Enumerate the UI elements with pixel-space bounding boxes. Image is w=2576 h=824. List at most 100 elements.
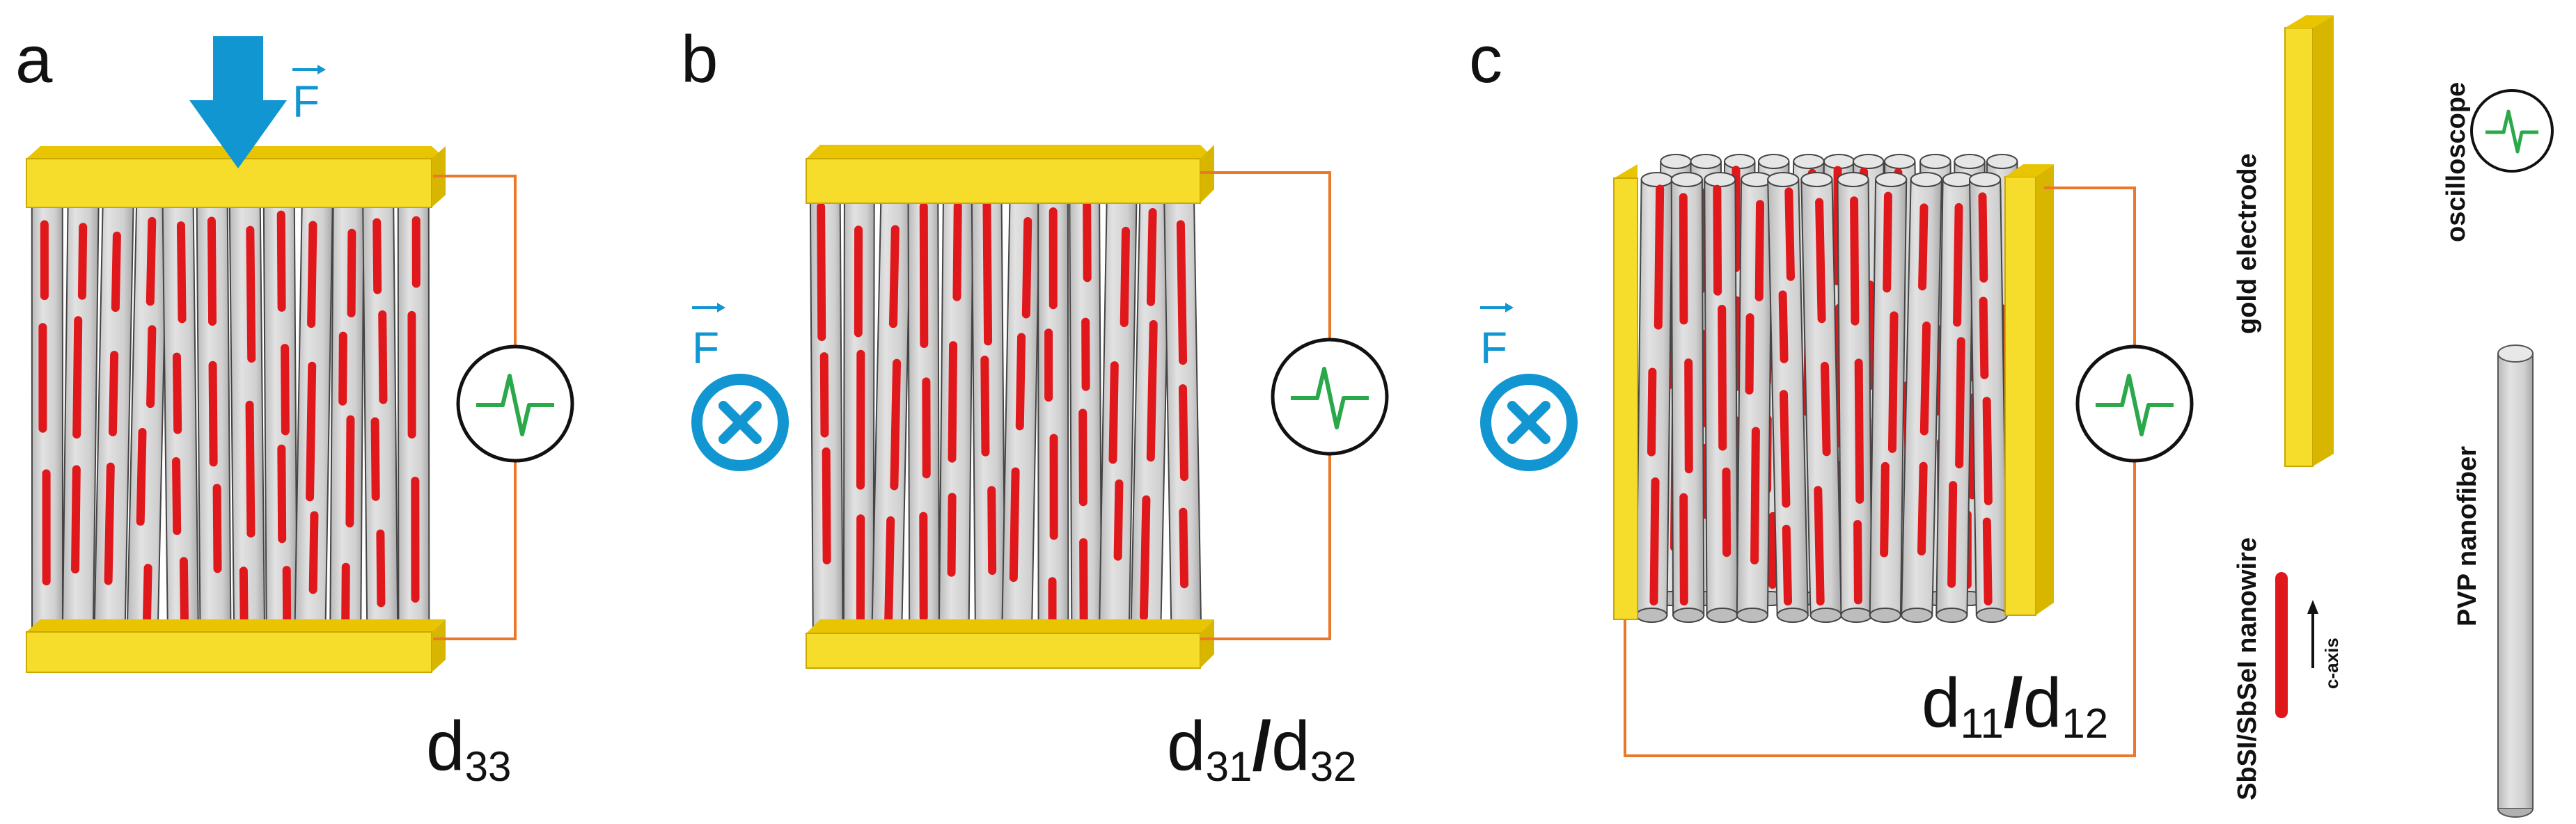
b-nanowire: [819, 352, 829, 438]
a-nanowire: [72, 316, 83, 439]
b-nanofiber: [1163, 197, 1202, 642]
a-nanowire: [341, 562, 350, 625]
c-front-nanowire: [1982, 517, 1993, 605]
c-front-nanofiber: [1901, 172, 1942, 623]
force-label-c: F: [1480, 323, 1507, 373]
a-nanowire: [176, 221, 187, 324]
b-nanowire: [1176, 220, 1188, 365]
legend: gold electrode oscilloscope SbSI/SbSeI n…: [2233, 15, 2554, 818]
a-nanowire: [306, 361, 317, 502]
b-nanofiber: [971, 197, 1006, 642]
a-nanowire: [146, 325, 157, 409]
force-into-page-icon-b: [691, 374, 789, 471]
b-nanowire: [884, 516, 895, 625]
c-front-nanofiber: [1869, 172, 1908, 623]
a-nanowire: [245, 400, 256, 538]
force-arrow-down: [189, 36, 287, 168]
top-electrode-a: [26, 146, 446, 208]
panel-c: c F d11/d12: [1469, 22, 2194, 757]
a-nanowire: [142, 564, 152, 625]
c-front-nanofiber: [1767, 172, 1809, 623]
b-nanowire: [987, 486, 997, 575]
c-front-nanowire: [1654, 184, 1665, 330]
c-front-nanowire: [1815, 198, 1826, 324]
nanofiber-array-a: [31, 201, 430, 642]
c-front-nanowire: [1887, 311, 1899, 453]
b-nanowire: [1146, 208, 1157, 306]
a-nanowire: [277, 444, 287, 544]
bottom-electrode-a: [26, 619, 446, 673]
b-nanofiber: [938, 197, 974, 642]
a-nanofiber: [262, 201, 298, 642]
a-nanofiber: [93, 201, 134, 642]
nanofiber-array-b: [809, 197, 1202, 642]
c-front-nanowire: [1850, 196, 1860, 326]
a-nanofiber: [61, 201, 100, 642]
a-nanowire: [108, 351, 119, 436]
c-front-nanowire: [1883, 191, 1892, 293]
c-front-nanowire: [1820, 361, 1831, 457]
b-nanowire: [1021, 216, 1032, 319]
b-nanowire: [822, 447, 831, 564]
oscilloscope-icon-b: [1271, 338, 1389, 456]
c-front-nanowire: [1679, 493, 1688, 605]
force-vector-arrow-b: [692, 303, 725, 312]
oscilloscope-icon-a: [456, 344, 574, 463]
c-front-nanofiber: [1736, 172, 1773, 623]
b-nanowire: [1139, 495, 1151, 621]
a-nanowire: [378, 310, 388, 404]
c-front-nanowire: [1778, 290, 1789, 363]
right-electrode-c: [2004, 164, 2054, 616]
nanofiber-array-c: [1635, 154, 2019, 623]
b-nanowire: [1079, 538, 1088, 625]
b-nanowire: [919, 203, 929, 349]
b-nanowire: [890, 358, 902, 491]
b-nanowire: [1146, 320, 1158, 462]
force-label-a: F: [292, 77, 320, 127]
b-nanowire: [1113, 479, 1124, 561]
c-front-nanowire: [1814, 486, 1825, 605]
c-front-nanowire: [1880, 461, 1890, 557]
c-front-nanowire: [1917, 461, 1928, 556]
c-front-nanowire: [1754, 200, 1765, 301]
b-nanofiber: [1037, 197, 1069, 642]
a-nanofiber: [228, 201, 266, 642]
b-nanowire: [1009, 467, 1020, 583]
a-nanofiber: [329, 201, 365, 642]
a-nanowire: [208, 360, 218, 467]
a-nanowire: [276, 210, 286, 312]
c-front-nanowire: [1647, 367, 1657, 457]
c-front-nanofiber: [1837, 172, 1873, 623]
b-nanowire: [948, 341, 958, 463]
legend-oscilloscope-label: oscilloscope: [2442, 82, 2471, 242]
coefficient-label-a: d33: [426, 707, 511, 790]
legend-nanowire-label: SbSI/SbSeI nanowire: [2233, 537, 2262, 800]
c-front-nanowire: [1649, 477, 1660, 605]
circuit-wire-c: [1624, 187, 2136, 757]
a-nanowire: [77, 223, 88, 300]
panel-letter-c: c: [1469, 22, 1502, 97]
force-into-page-icon-c: [1480, 374, 1578, 471]
b-nanowire: [1108, 361, 1119, 464]
a-nanowire: [246, 225, 256, 363]
c-front-nanowire: [1750, 427, 1760, 565]
c-front-nanowire: [1918, 203, 1929, 291]
legend-nanofiber-label: PVP nanofiber: [2453, 446, 2482, 626]
c-front-nanowire: [1947, 481, 1958, 588]
b-nanowire: [1178, 384, 1189, 482]
b-nanowire: [1179, 507, 1189, 589]
a-nanofiber: [31, 201, 64, 642]
a-nanowire: [308, 511, 319, 594]
a-nanowire: [376, 529, 386, 608]
bottom-electrode-b: [806, 619, 1214, 669]
a-nanowire: [172, 457, 182, 535]
c-front-nanowire: [1854, 358, 1864, 504]
b-nanofiber: [907, 197, 940, 642]
c-back-nanowire: [1866, 280, 1876, 390]
c-front-nanowire: [1780, 390, 1791, 508]
oscilloscope-icon-c: [2075, 344, 2194, 463]
panel-letter-a: a: [15, 22, 53, 97]
c-front-nanowire: [1982, 397, 1993, 505]
c-axis-label: c-axis: [2321, 637, 2342, 689]
b-nanofiber: [809, 197, 844, 642]
